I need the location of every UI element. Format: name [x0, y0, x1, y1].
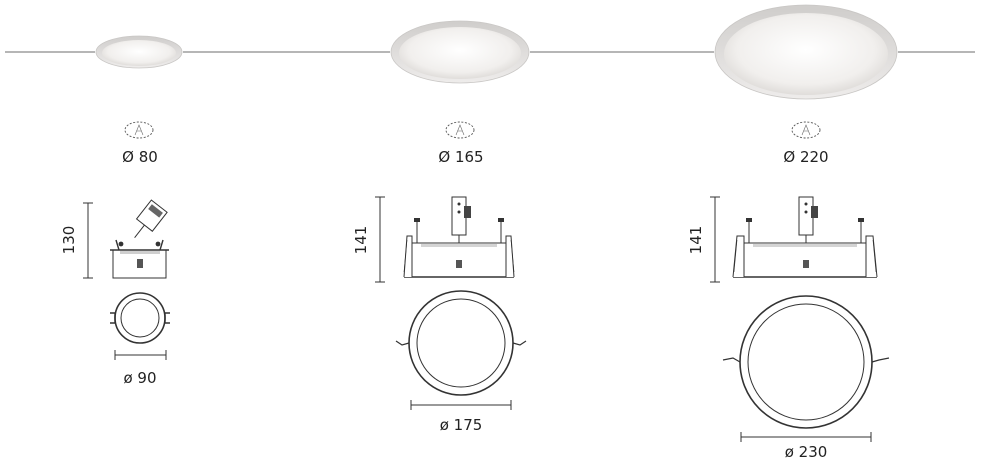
height-label-small: 130: [60, 226, 78, 255]
diameter-dimension-small: [114, 350, 167, 360]
plan-view-medium: [395, 290, 527, 396]
cutout-icon-small: [124, 121, 154, 139]
cutout-icon-large: [791, 121, 821, 139]
side-view-medium: [403, 196, 515, 278]
side-view-large: [732, 196, 878, 278]
diameter-label-small: ø 90: [123, 369, 156, 387]
height-label-large: 141: [687, 226, 705, 255]
ceiling-light-small: [95, 35, 183, 69]
plan-view-large: [722, 295, 890, 429]
height-label-medium: 141: [352, 226, 370, 255]
height-dimension-medium: [375, 196, 385, 283]
diameter-label-large: ø 230: [785, 443, 828, 459]
ceiling-light-medium: [390, 20, 530, 84]
cutout-label-small: Ø 80: [122, 148, 158, 166]
ceiling-light-large: [714, 4, 898, 100]
cutout-label-large: Ø 220: [783, 148, 828, 166]
cutout-label-medium: Ø 165: [438, 148, 483, 166]
diameter-dimension-large: [740, 432, 872, 442]
side-view-small: [110, 199, 169, 279]
height-dimension-small: [83, 202, 93, 279]
diameter-label-medium: ø 175: [440, 416, 483, 434]
diameter-dimension-medium: [410, 400, 512, 410]
height-dimension-large: [710, 196, 720, 283]
cutout-icon-medium: [445, 121, 475, 139]
plan-view-small: [110, 292, 170, 344]
ceiling-row: [5, 4, 975, 100]
